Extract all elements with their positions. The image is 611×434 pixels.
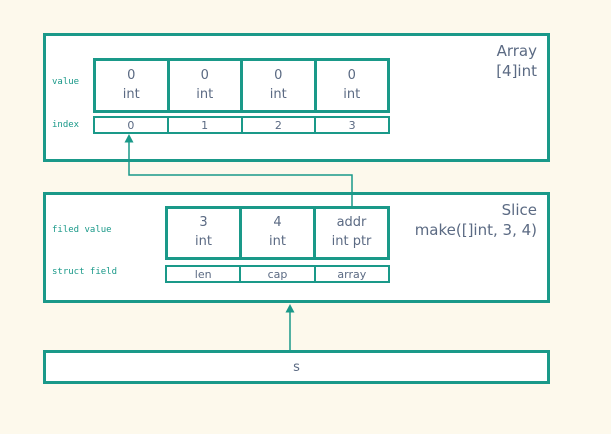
- struct-field-cell: cap: [239, 265, 316, 283]
- index-row-label: index: [52, 120, 80, 130]
- cell-type: int: [269, 234, 286, 249]
- array-value-cell: 0 int: [240, 58, 317, 113]
- cell-type: int: [269, 86, 287, 102]
- slice-field-value-row: 3 int 4 int addr int ptr: [165, 206, 390, 260]
- slice-title-line1: Slice: [501, 201, 537, 219]
- cell-value: 0: [200, 67, 209, 83]
- cell-value: 0: [127, 67, 136, 83]
- array-index-cell: 2: [240, 116, 317, 134]
- slice-len-cell: 3 int: [165, 206, 242, 260]
- slice-title: Slice make([]int, 3, 4): [415, 200, 537, 241]
- array-value-cell: 0 int: [166, 58, 243, 113]
- array-index-row: 0 1 2 3: [93, 116, 390, 134]
- s-pointer-arrow: [285, 304, 295, 352]
- array-index-cell: 0: [93, 116, 169, 134]
- cell-type: int: [343, 86, 361, 102]
- cell-value: 0: [274, 67, 283, 83]
- field-value-row-label: filed value: [52, 225, 112, 235]
- cell-value: 0: [347, 67, 356, 83]
- cell-type: int: [122, 86, 140, 102]
- cell-value: 3: [199, 215, 208, 231]
- cell-value: 4: [273, 215, 282, 231]
- s-variable-box: s: [43, 350, 550, 384]
- array-index-cell: 1: [166, 116, 243, 134]
- slice-struct-field-row: len cap array: [165, 265, 390, 283]
- cell-type: int: [195, 234, 212, 249]
- slice-array-ptr-cell: addr int ptr: [313, 206, 390, 260]
- cell-type: int: [196, 86, 214, 102]
- array-value-cell: 0 int: [93, 58, 170, 113]
- array-value-row: 0 int 0 int 0 int 0 int: [93, 58, 390, 113]
- cell-value: addr: [336, 215, 367, 231]
- array-title-line2: [4]int: [496, 62, 537, 81]
- s-label: s: [293, 359, 300, 375]
- struct-field-cell: len: [165, 265, 242, 283]
- value-row-label: value: [52, 77, 80, 87]
- array-index-cell: 3: [314, 116, 390, 134]
- array-box: Array [4]int value index 0 int 0 int 0 i…: [43, 33, 550, 162]
- struct-field-cell: array: [313, 265, 390, 283]
- array-title: Array [4]int: [496, 41, 537, 82]
- struct-field-row-label: struct field: [52, 267, 118, 277]
- slice-cap-cell: 4 int: [239, 206, 316, 260]
- array-value-cell: 0 int: [313, 58, 390, 113]
- cell-type: int ptr: [331, 234, 372, 249]
- slice-box: Slice make([]int, 3, 4) filed value stru…: [43, 192, 550, 303]
- array-title-line1: Array: [496, 42, 537, 60]
- slice-title-line2: make([]int, 3, 4): [414, 221, 537, 240]
